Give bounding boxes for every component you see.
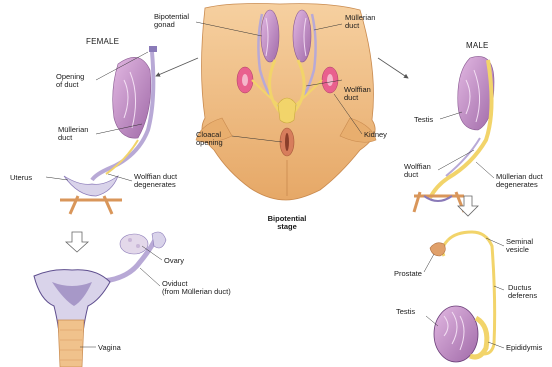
label-seminal-vesicle: Seminal vesicle <box>506 238 533 254</box>
label-line: degenerates <box>496 181 543 189</box>
label-line: opening <box>196 139 223 147</box>
label-mullerian-duct-female: Müllerian duct <box>58 126 88 142</box>
label-epididymis: Epididymis <box>506 344 542 352</box>
label-line: duct <box>344 94 371 102</box>
label-line: vesicle <box>506 246 533 254</box>
female-down-arrow <box>66 232 88 252</box>
male-mature-structure <box>430 232 495 362</box>
label-line: of duct <box>56 81 84 89</box>
label-kidney: Kidney <box>364 131 387 139</box>
label-mullerian-degenerates: Müllerian duct degenerates <box>496 173 543 189</box>
female-header: FEMALE <box>86 37 119 46</box>
label-testis-bottom: Testis <box>396 308 415 316</box>
label-wolffian-duct-center: Wolffian duct <box>344 86 371 102</box>
label-bipotential-gonad: Bipotential gonad <box>154 13 189 29</box>
label-wolffian-degenerates: Wolffian duct degenerates <box>134 173 177 189</box>
label-line: duct <box>404 171 431 179</box>
male-early-structure <box>414 56 494 212</box>
label-line: degenerates <box>134 181 177 189</box>
label-mullerian-duct-center: Müllerian duct <box>345 14 375 30</box>
label-line: stage <box>262 223 312 231</box>
label-line: duct <box>345 22 375 30</box>
label-prostate: Prostate <box>394 270 422 278</box>
label-line: deferens <box>508 292 537 300</box>
male-down-arrow <box>458 196 478 216</box>
male-header: MALE <box>466 41 489 50</box>
to-female-arrow <box>156 58 198 76</box>
label-cloacal-opening: Cloacal opening <box>196 131 223 147</box>
label-bipotential-stage: Bipotential stage <box>262 215 312 231</box>
to-male-arrow <box>378 58 408 78</box>
label-line: gonad <box>154 21 189 29</box>
label-line: duct <box>58 134 88 142</box>
label-testis-top: Testis <box>414 116 433 124</box>
label-uterus: Uterus <box>10 174 32 182</box>
label-line: (from Müllerian duct) <box>162 288 231 296</box>
label-ductus-deferens: Ductus deferens <box>508 284 537 300</box>
label-wolffian-duct-male: Wolffian duct <box>404 163 431 179</box>
label-vagina: Vagina <box>98 344 121 352</box>
label-oviduct: Oviduct (from Müllerian duct) <box>162 280 231 296</box>
label-ovary: Ovary <box>164 257 184 265</box>
label-opening-of-duct: Opening of duct <box>56 73 84 89</box>
